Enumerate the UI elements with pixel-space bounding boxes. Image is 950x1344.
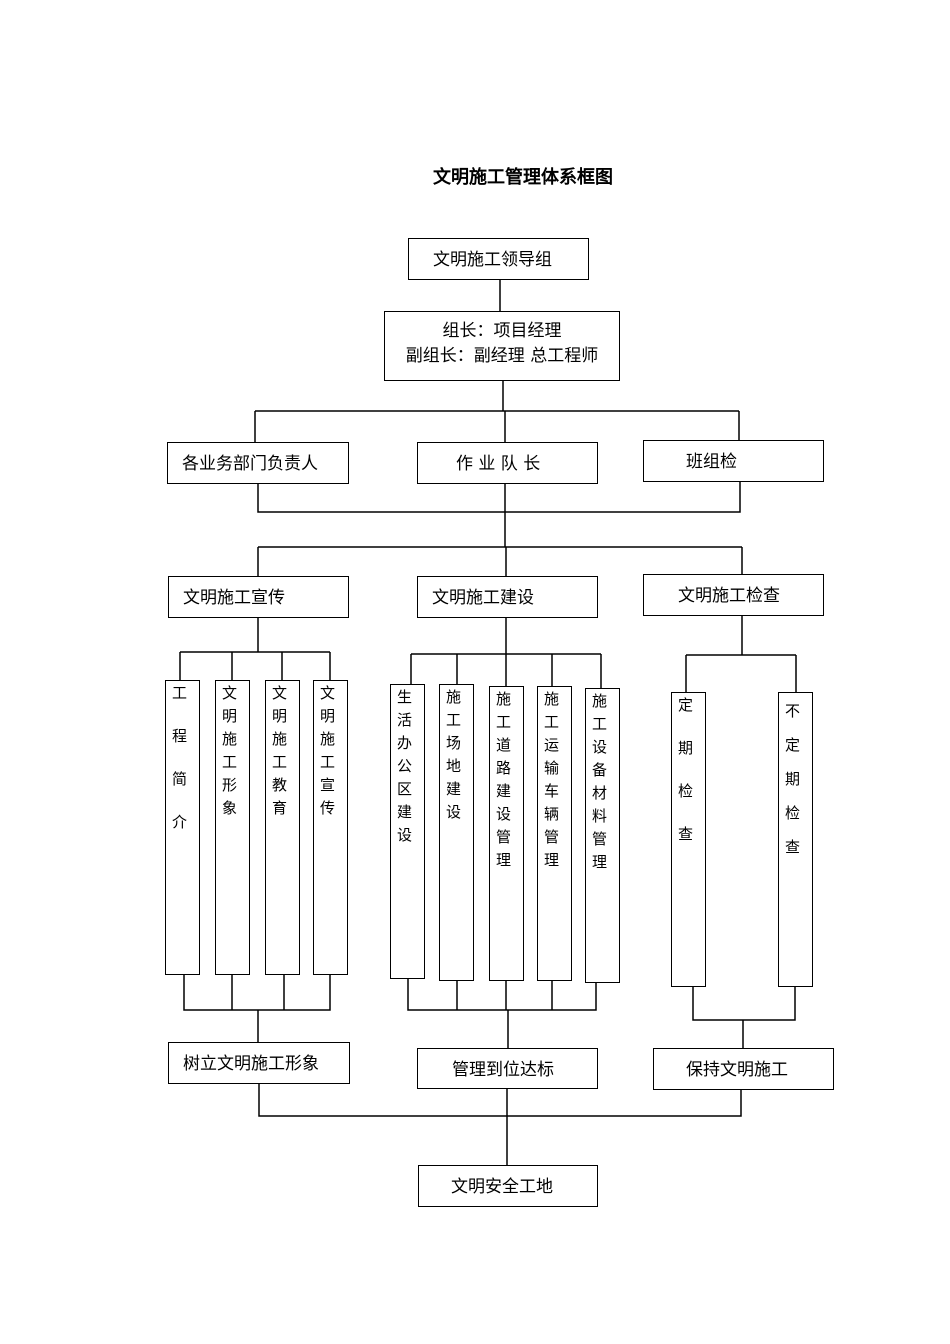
maintain-result-box: 保持文明施工 <box>653 1048 834 1090</box>
item-label: 文明施工形象 <box>220 685 238 823</box>
diagram-title: 文明施工管理体系框图 <box>433 167 613 188</box>
construction-box: 文明施工建设 <box>417 576 598 618</box>
department-heads-label: 各业务部门负责人 <box>182 454 318 474</box>
team-leader-label: 作 业 队 长 <box>456 454 541 474</box>
final-goal-label: 文明安全工地 <box>451 1177 553 1197</box>
item-label: 施工场地建设 <box>444 689 462 827</box>
construction-item: 施工场地建设 <box>439 684 474 981</box>
image-result-label: 树立文明施工形象 <box>183 1054 319 1074</box>
item-label: 施工道路建设管理 <box>494 691 512 875</box>
item-label: 施工运输车辆管理 <box>542 691 560 875</box>
construction-label: 文明施工建设 <box>432 588 534 608</box>
construction-item: 生活办公区建设 <box>390 684 425 979</box>
squad-inspection-label: 班组检 <box>686 452 737 472</box>
leader-label: 组长：项目经理 <box>442 321 562 341</box>
construction-item: 施工道路建设管理 <box>489 686 524 981</box>
propaganda-item: 文明施工宣传 <box>313 680 348 975</box>
leader-detail-box: 组长：项目经理 副组长：副经理 总工程师 <box>384 311 620 381</box>
propaganda-item: 工程简介 <box>165 680 200 975</box>
deputy-leader-label: 副组长：副经理 总工程师 <box>405 346 599 366</box>
construction-item: 施工运输车辆管理 <box>537 686 572 981</box>
propaganda-label: 文明施工宣传 <box>183 588 285 608</box>
management-result-box: 管理到位达标 <box>417 1048 598 1089</box>
item-label: 生活办公区建设 <box>395 689 413 850</box>
squad-inspection-box: 班组检 <box>643 440 824 482</box>
leader-group-box: 文明施工领导组 <box>408 238 589 280</box>
management-result-label: 管理到位达标 <box>452 1060 554 1080</box>
propaganda-item: 文明施工形象 <box>215 680 250 975</box>
item-label: 不定期检查 <box>783 703 801 873</box>
item-label: 定期检查 <box>676 697 694 869</box>
inspection-label: 文明施工检查 <box>678 586 780 606</box>
item-label: 文明施工宣传 <box>318 685 336 823</box>
leader-group-label: 文明施工领导组 <box>433 250 552 270</box>
inspection-item: 不定期检查 <box>778 692 813 987</box>
item-label: 文明施工教育 <box>270 685 288 823</box>
item-label: 工程简介 <box>170 685 188 857</box>
maintain-result-label: 保持文明施工 <box>686 1060 788 1080</box>
image-result-box: 树立文明施工形象 <box>168 1042 350 1084</box>
inspection-item: 定期检查 <box>671 692 706 987</box>
propaganda-box: 文明施工宣传 <box>168 576 349 618</box>
final-goal-box: 文明安全工地 <box>418 1165 598 1207</box>
construction-item: 施工设备材料管理 <box>585 688 620 983</box>
team-leader-box: 作 业 队 长 <box>417 442 598 484</box>
inspection-box: 文明施工检查 <box>643 574 824 616</box>
propaganda-item: 文明施工教育 <box>265 680 300 975</box>
department-heads-box: 各业务部门负责人 <box>167 442 349 484</box>
item-label: 施工设备材料管理 <box>590 693 608 877</box>
